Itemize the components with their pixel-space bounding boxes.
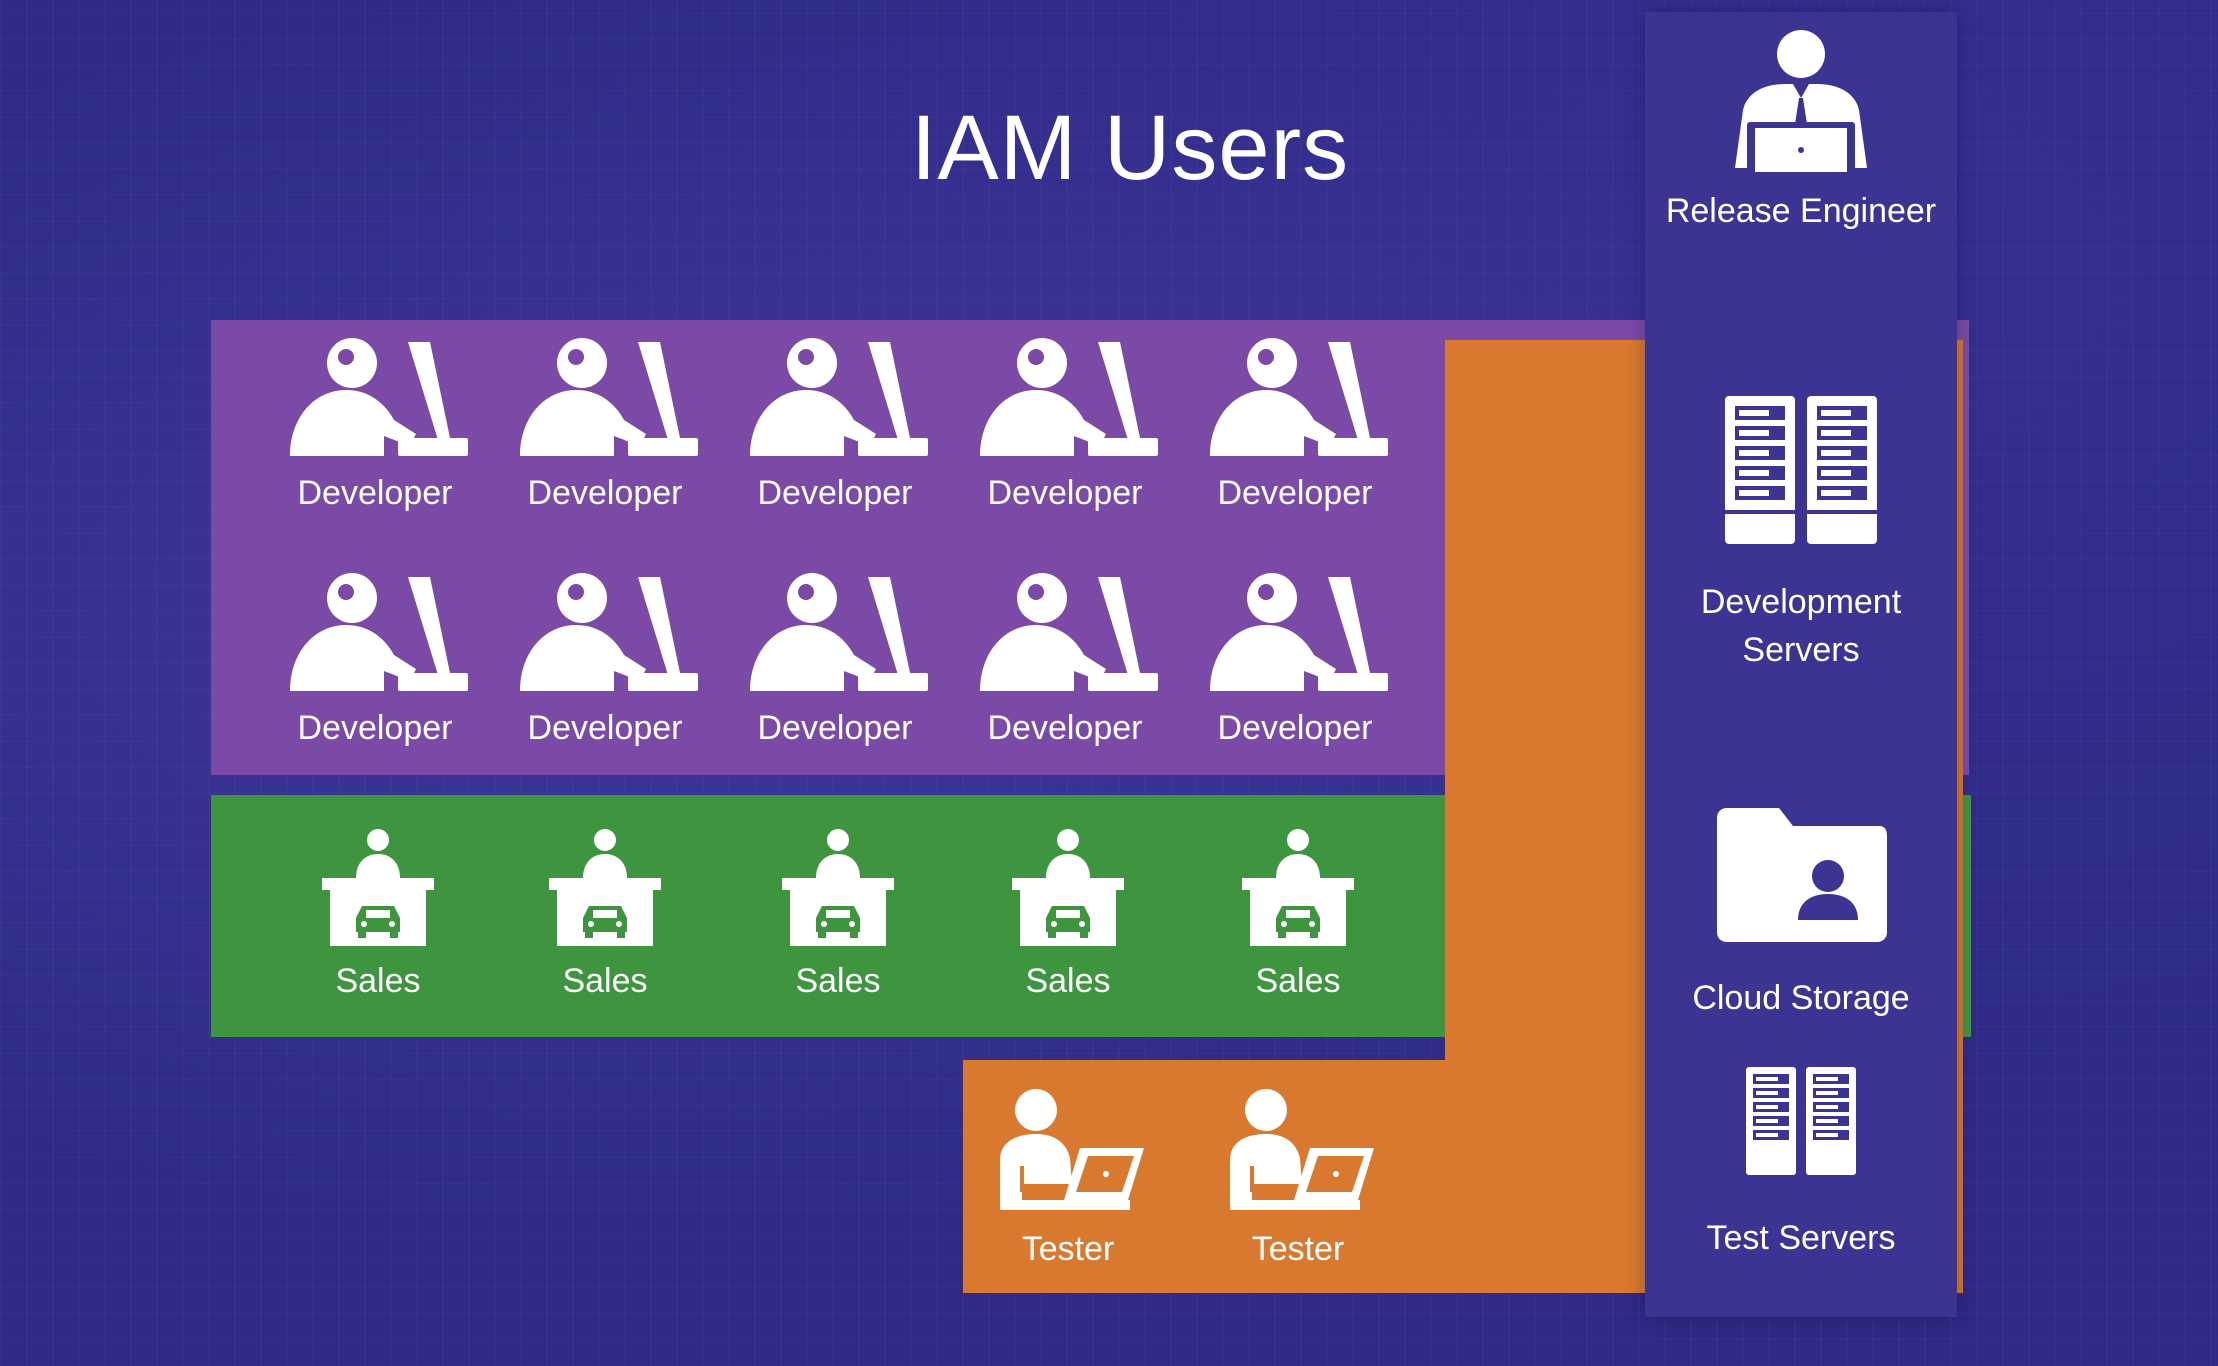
developer-icon [980, 573, 1158, 691]
tester-label: Tester [1021, 1230, 1115, 1268]
cloud-storage-label: Cloud Storage [1692, 979, 1910, 1017]
developer-icon [290, 338, 468, 456]
developer-user: Developer [265, 330, 485, 513]
developer-icon [520, 573, 698, 691]
sales-desk-icon [322, 829, 434, 946]
folder-user-icon [1717, 808, 1887, 942]
user-laptop-icon [1735, 30, 1867, 178]
tester-label: Tester [1251, 1230, 1345, 1268]
developer-user: Developer [265, 565, 485, 748]
release-engineer-group-band [1645, 12, 1957, 1317]
developer-user: Developer [955, 330, 1175, 513]
test-servers-resource: Test Servers [1645, 1064, 1957, 1262]
developer-label: Developer [757, 474, 913, 512]
tester-laptop-icon [1230, 1089, 1374, 1210]
sales-desk-icon [549, 829, 661, 946]
developer-label: Developer [987, 474, 1143, 512]
developer-user: Developer [725, 330, 945, 513]
developer-label: Developer [757, 709, 913, 747]
release-engineer-label: Release Engineer [1665, 192, 1937, 230]
development-servers-resource: Development Servers [1645, 392, 1957, 674]
page-title: IAM Users [910, 97, 1350, 199]
developer-label: Developer [527, 474, 683, 512]
developer-icon [290, 573, 468, 691]
server-rack-icon [1746, 1067, 1856, 1175]
sales-label: Sales [562, 962, 648, 1000]
sales-desk-icon [1242, 829, 1354, 946]
sales-label: Sales [795, 962, 881, 1000]
developer-icon [1210, 338, 1388, 456]
developer-label: Developer [527, 709, 683, 747]
test-servers-label: Test Servers [1706, 1219, 1896, 1257]
sales-user: Sales [495, 828, 715, 1001]
developer-icon [520, 338, 698, 456]
developer-label: Developer [1217, 709, 1373, 747]
sales-user: Sales [268, 828, 488, 1001]
developer-user: Developer [495, 565, 715, 748]
developer-label: Developer [987, 709, 1143, 747]
developer-user: Developer [1185, 330, 1405, 513]
development-servers-label: Development Servers [1700, 583, 1902, 669]
developer-icon [980, 338, 1158, 456]
developer-icon [750, 338, 928, 456]
developer-user: Developer [495, 330, 715, 513]
sales-desk-icon [1012, 829, 1124, 946]
sales-label: Sales [1025, 962, 1111, 1000]
developer-label: Developer [1217, 474, 1373, 512]
sales-label: Sales [1255, 962, 1341, 1000]
developer-user: Developer [725, 565, 945, 748]
tester-laptop-icon [1000, 1089, 1144, 1210]
sales-desk-icon [782, 829, 894, 946]
sales-user: Sales [1188, 828, 1408, 1001]
tester-user: Tester [958, 1088, 1178, 1269]
developer-user: Developer [955, 565, 1175, 748]
server-rack-icon [1725, 396, 1877, 544]
cloud-storage-resource: Cloud Storage [1645, 806, 1957, 1022]
developer-label: Developer [297, 709, 453, 747]
developer-user: Developer [1185, 565, 1405, 748]
tester-user: Tester [1188, 1088, 1408, 1269]
sales-label: Sales [335, 962, 421, 1000]
developer-icon [1210, 573, 1388, 691]
sales-user: Sales [728, 828, 948, 1001]
sales-user: Sales [958, 828, 1178, 1001]
developer-label: Developer [297, 474, 453, 512]
release-engineer-user: Release Engineer [1645, 28, 1957, 231]
developer-icon [750, 573, 928, 691]
